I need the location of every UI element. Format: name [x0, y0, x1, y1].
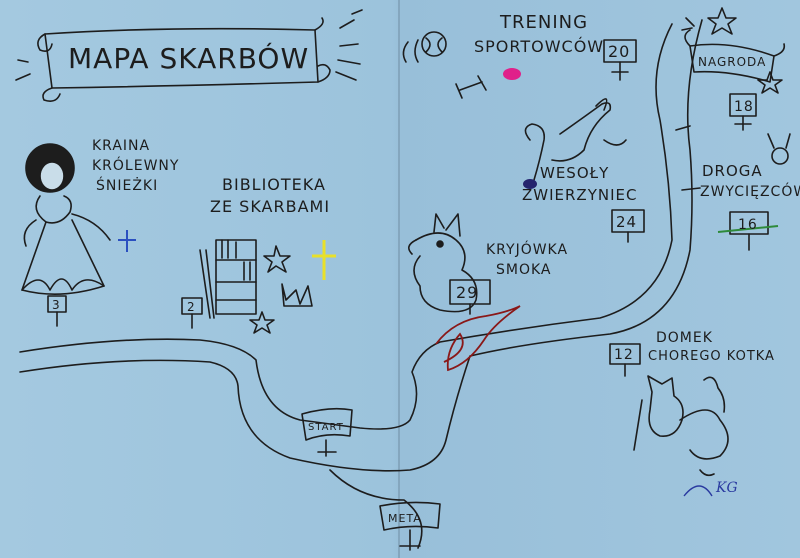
biblioteka-line1: BIBLIOTEKA — [222, 175, 326, 194]
kotek-number: 12 — [614, 347, 634, 363]
zwierzyniec-number: 24 — [616, 213, 637, 231]
krolewna-line3: ŚNIEŻKI — [96, 176, 158, 194]
meta-label: META — [388, 512, 422, 525]
smok-line1: KRYJÓWKA — [486, 240, 568, 258]
map-title: MAPA SKARBÓW — [68, 41, 309, 75]
kotek-line1: DOMEK — [656, 330, 713, 346]
navy-dot — [523, 179, 537, 189]
smok-number: 29 — [456, 283, 478, 302]
blue-cross — [118, 230, 136, 252]
snow-white-drawing — [21, 143, 111, 295]
biblioteka-number: 2 — [187, 300, 196, 314]
nagroda-number: 18 — [734, 99, 754, 115]
droga-line1: DROGA — [702, 162, 763, 180]
droga-line2: ZWYCIĘZCÓW — [700, 182, 800, 200]
path-line-upper — [19, 23, 673, 430]
zoo-animals-drawing — [524, 98, 627, 181]
paper-fold — [398, 0, 400, 558]
yellow-cross — [312, 240, 336, 280]
dumbbell-drawing — [455, 75, 487, 99]
cat-drawing — [633, 375, 729, 477]
library-drawing — [199, 239, 313, 334]
droga-number: 16 — [738, 217, 758, 233]
nagroda-label: NAGRODA — [698, 55, 766, 69]
smok-line2: SMOKA — [496, 262, 552, 278]
path-line-lower — [19, 19, 703, 472]
green-strike — [717, 225, 779, 233]
kotek-line2: CHOREGO KOTKA — [648, 349, 775, 364]
krolewna-number: 3 — [52, 298, 61, 312]
magenta-dot — [503, 68, 521, 80]
trening-number: 20 — [608, 42, 630, 61]
krolewna-line1: KRAINA — [92, 138, 150, 154]
start-banner — [301, 407, 353, 441]
meta-banner — [379, 501, 441, 531]
krolewna-line2: KRÓLEWNY — [92, 156, 179, 174]
start-label: START — [308, 422, 344, 433]
red-flourish — [435, 305, 521, 372]
nagroda-banner — [689, 43, 775, 83]
zwierzyniec-line2: ZWIERZYNIEC — [522, 186, 637, 204]
trening-line2: SPORTOWCÓW — [474, 37, 604, 56]
biblioteka-line2: ZE SKARBAMI — [210, 197, 330, 216]
trening-line1: TRENING — [499, 12, 588, 33]
signature: KG — [715, 480, 738, 496]
dragon-drawing — [408, 213, 478, 313]
zwierzyniec-line1: WESOŁY — [540, 164, 609, 182]
ball-drawing — [421, 31, 447, 57]
